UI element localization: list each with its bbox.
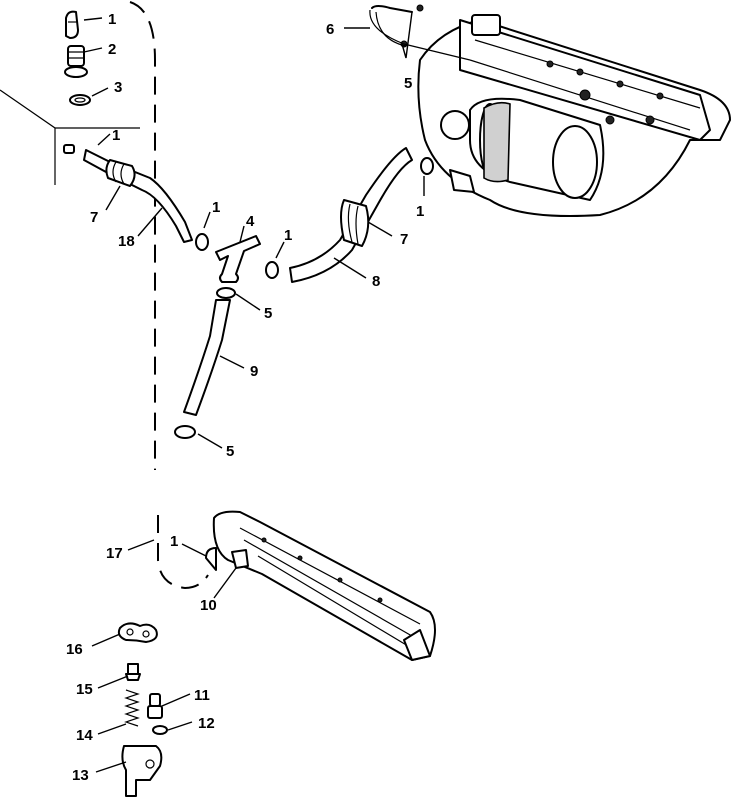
lower-exhaust-manifold xyxy=(205,510,436,661)
callout-2: 2 xyxy=(108,41,116,58)
callout-6: 6 xyxy=(326,21,334,38)
part-4-tee xyxy=(215,235,261,283)
callout-1-d: 1 xyxy=(284,227,292,244)
callout-7-b: 7 xyxy=(400,231,408,248)
exhaust-chamber xyxy=(369,4,731,217)
callout-7-a: 7 xyxy=(90,209,98,226)
callout-5-c: 5 xyxy=(404,75,412,92)
callout-1-c: 1 xyxy=(212,199,220,216)
callout-1-b: 1 xyxy=(112,127,120,144)
callout-17: 17 xyxy=(106,545,123,562)
part-2-fitting xyxy=(64,45,88,78)
callout-1-e: 1 xyxy=(416,203,424,220)
callout-16: 16 xyxy=(66,641,83,658)
callout-1-a: 1 xyxy=(108,11,116,28)
callout-10: 10 xyxy=(200,597,217,614)
callout-4: 4 xyxy=(246,213,255,230)
part-1-cap-top xyxy=(65,10,79,39)
part-3-clamp xyxy=(69,94,91,106)
callout-18: 18 xyxy=(118,233,135,250)
part-13-housing xyxy=(121,745,163,797)
part-14-spring xyxy=(124,689,140,727)
callout-8: 8 xyxy=(372,273,380,290)
part-12-washer xyxy=(152,725,168,735)
callout-1-f: 1 xyxy=(170,533,178,550)
part-9-hose xyxy=(174,287,236,439)
part-11-valve xyxy=(147,693,163,719)
callout-9: 9 xyxy=(250,363,258,380)
part-1-clamp-a xyxy=(195,233,209,251)
leader-lines xyxy=(83,11,425,773)
callout-13: 13 xyxy=(72,767,89,784)
callout-12: 12 xyxy=(198,715,215,732)
part-15-plug xyxy=(125,663,141,681)
frame-outline xyxy=(0,1,209,590)
callout-5-a: 5 xyxy=(264,305,272,322)
callout-5-b: 5 xyxy=(226,443,234,460)
part-1-clamp-c xyxy=(420,157,434,175)
part-1-clamp-b xyxy=(265,261,279,279)
callout-14: 14 xyxy=(76,727,93,744)
callout-15: 15 xyxy=(76,681,93,698)
callout-3: 3 xyxy=(114,79,122,96)
part-18-hose xyxy=(63,144,193,243)
callout-11: 11 xyxy=(194,687,210,704)
part-16-gasket xyxy=(117,622,158,643)
part-8-hose xyxy=(289,147,413,283)
callout-labels: 1 2 3 1 7 18 1 4 1 5 9 5 6 5 1 7 8 17 1 … xyxy=(66,11,424,784)
